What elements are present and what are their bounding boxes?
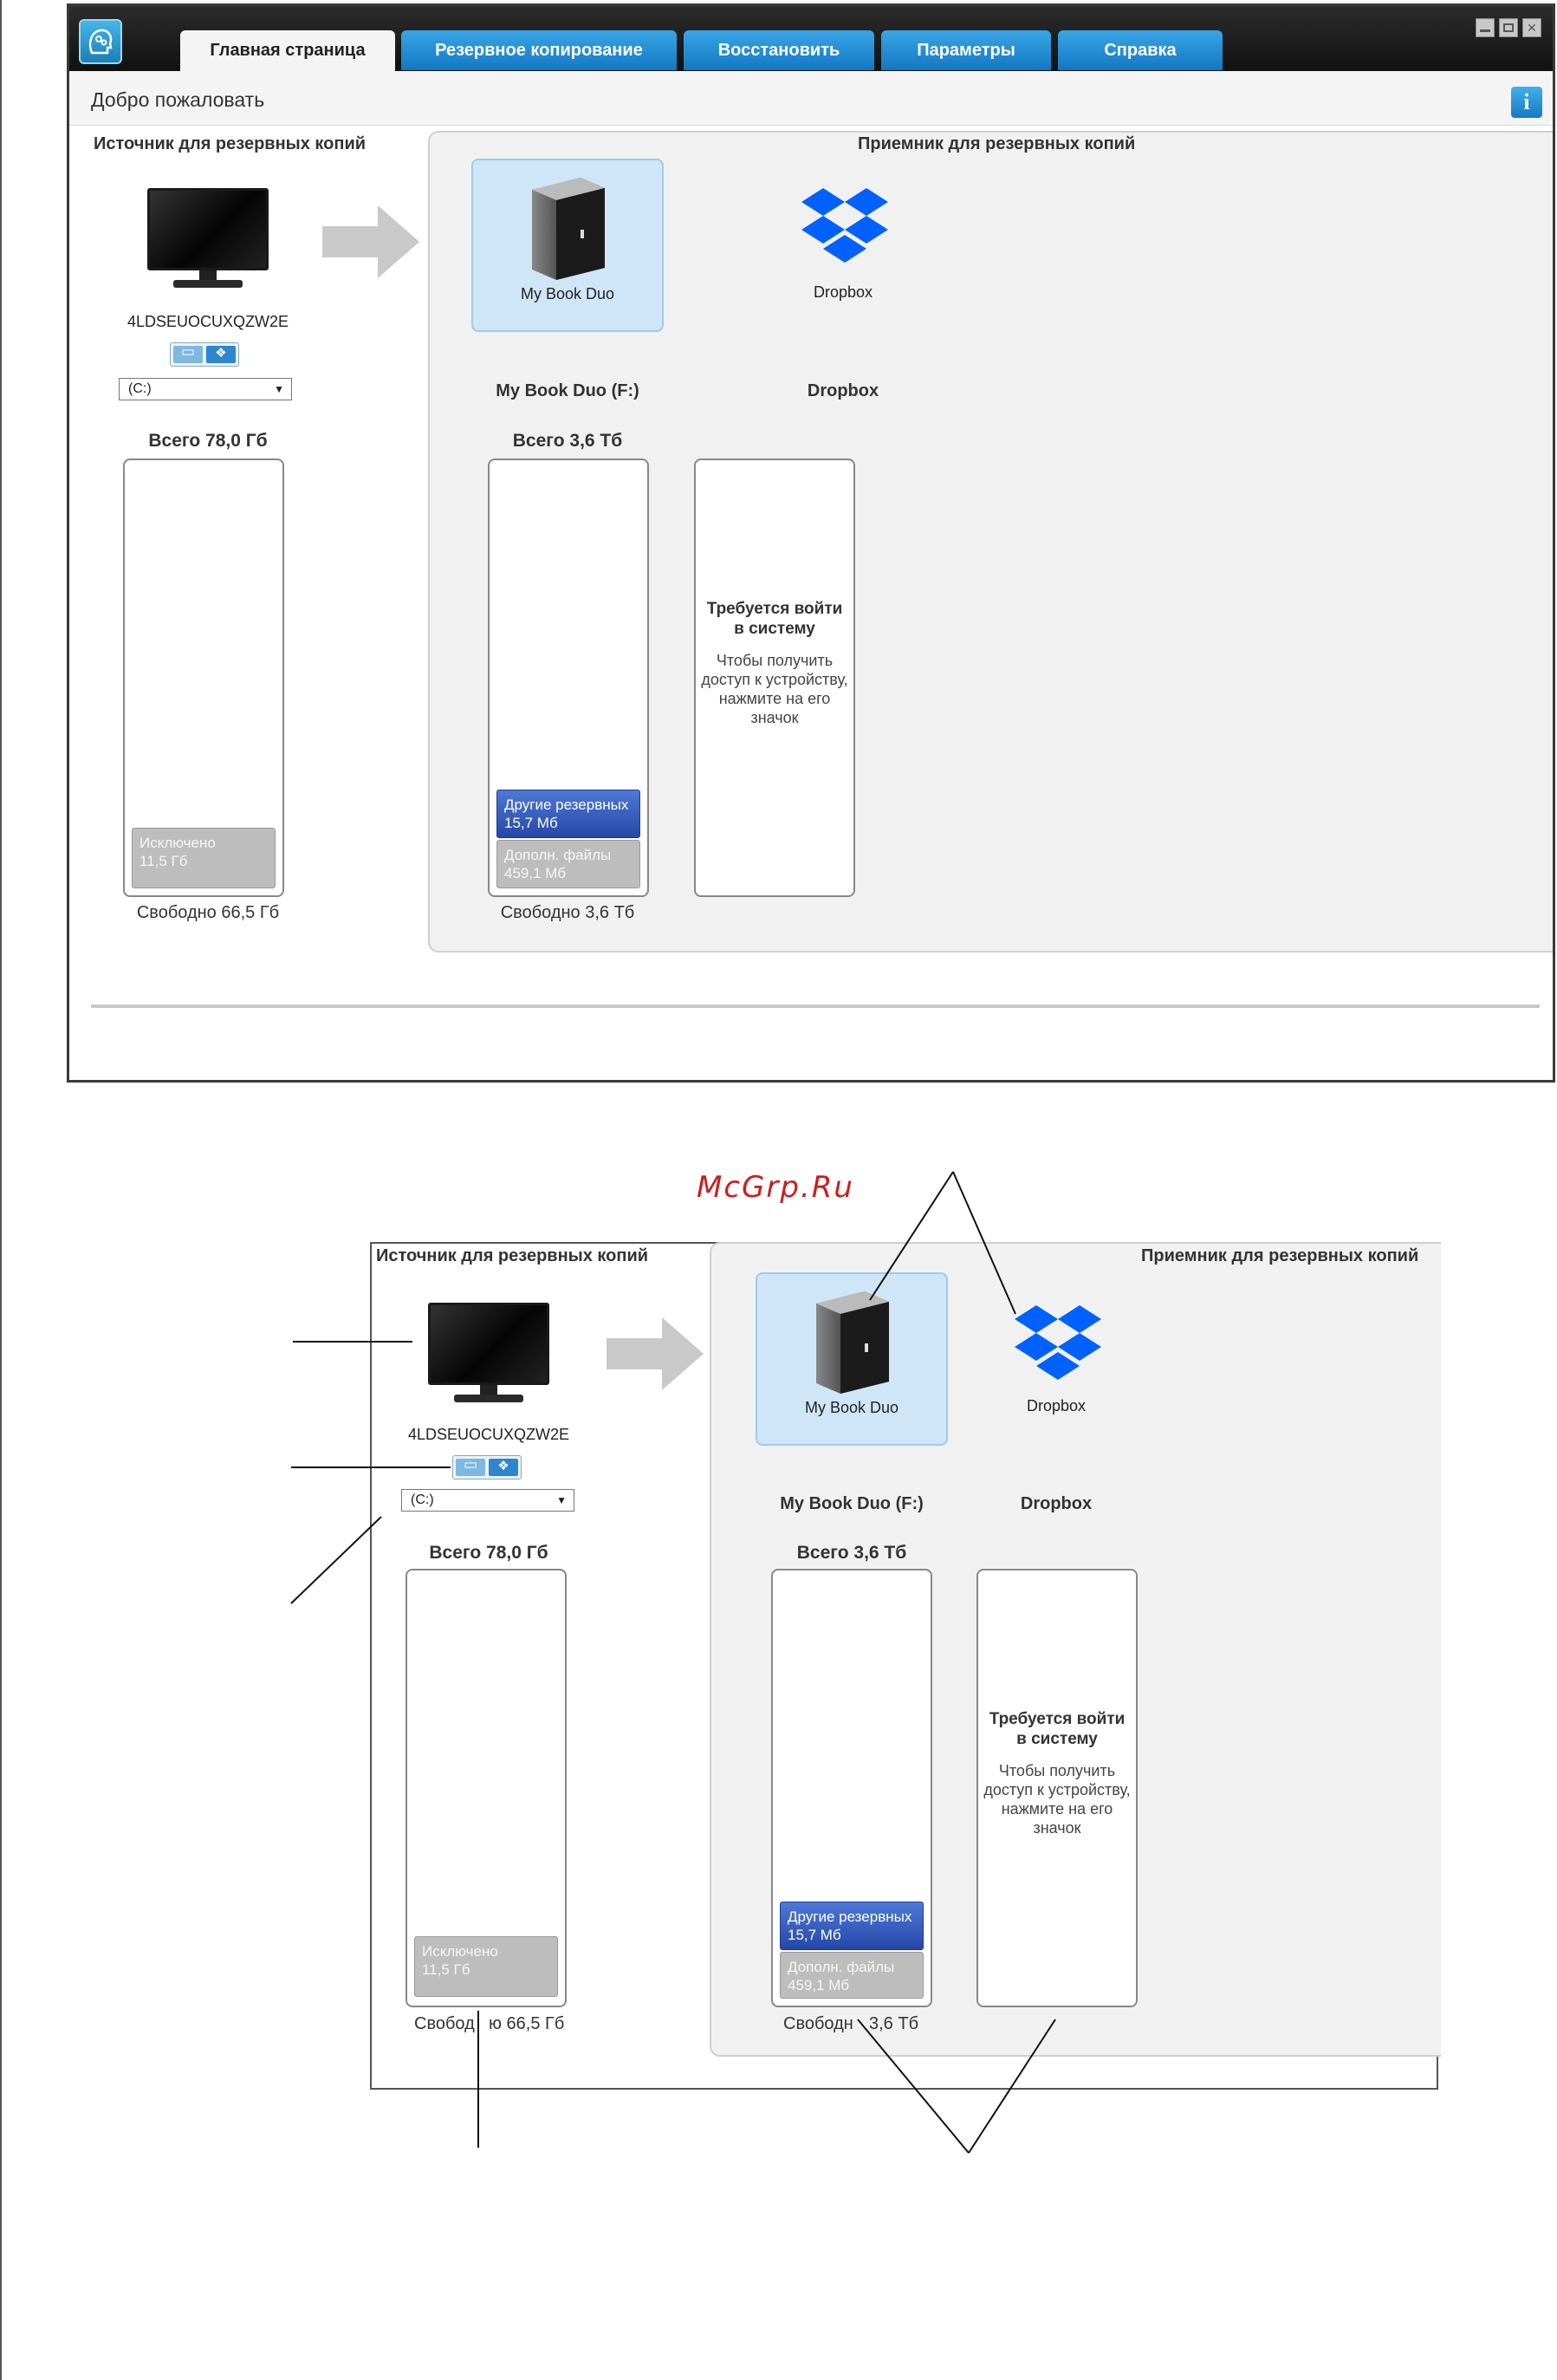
mybook-gauge: Другие резервных 15,7 Мб Дополн. файлы 4… xyxy=(488,458,649,897)
diagram-excluded-size: 11,5 Гб xyxy=(422,1961,470,1978)
dropbox-login-title: Требуется войти в систему xyxy=(706,600,843,638)
diagram-dropbox-icon xyxy=(1015,1305,1101,1380)
page-left-rule xyxy=(0,0,2,2380)
device-label-dropbox: Dropbox xyxy=(813,283,873,301)
diagram-destination-title: Приемник для резервных копий xyxy=(1141,1246,1419,1265)
diagram-hard-drive-icon xyxy=(816,1291,889,1394)
other-backups-label: Другие резервных xyxy=(504,797,629,813)
dropbox-icon xyxy=(801,188,888,263)
diagram-extra-files-label: Дополн. файлы xyxy=(788,1959,895,1975)
diagram-drive-select: (C:) xyxy=(401,1489,574,1512)
excluded-size: 11,5 Гб xyxy=(139,853,188,869)
diagram-mybook-free-a: Свободн xyxy=(783,2014,853,2033)
other-backups-segment: Другие резервных 15,7 Мб xyxy=(496,790,640,838)
other-backups-size: 15,7 Мб xyxy=(504,815,558,831)
source-view-toggle[interactable] xyxy=(170,342,239,367)
tab-home[interactable]: Главная страница xyxy=(180,30,395,72)
diagram-mybook-total: Всего 3,6 Тб xyxy=(796,1543,907,1563)
diagram-other-backups-label: Другие резервных xyxy=(788,1909,912,1925)
callout-line-drive-select xyxy=(290,1516,382,1604)
diagram-other-backups-size: 15,7 Мб xyxy=(788,1927,841,1943)
excluded-label: Исключено xyxy=(139,835,216,851)
diagram-source-gauge: Исключено 11,5 Гб xyxy=(405,1569,567,2007)
callout-line-mybook-free xyxy=(857,2019,970,2154)
dropbox-login-text: Чтобы получить доступ к устройству, нажм… xyxy=(701,652,848,726)
destination-title: Приемник для резервных копий xyxy=(858,134,1136,153)
diagram-dropbox-name: Dropbox xyxy=(1020,1494,1093,1513)
diagram-source-title: Источник для резервных копий xyxy=(376,1246,649,1265)
tab-help[interactable]: Справка xyxy=(1058,30,1223,70)
tab-backup[interactable]: Резервное копирование xyxy=(401,30,677,70)
close-button[interactable] xyxy=(1522,18,1541,37)
diagram-source-free-b: ю 66,5 Гб xyxy=(489,2014,565,2033)
dropbox-name: Dropbox xyxy=(807,381,879,400)
diagram-mybook-name: My Book Duo (F:) xyxy=(780,1494,924,1513)
arrow-right-icon xyxy=(322,205,419,278)
watermark: McGrp.Ru xyxy=(697,1170,854,1205)
welcome-text: Добро пожаловать xyxy=(91,88,265,111)
diagram-mybook-gauge: Другие резервных 15,7 Мб Дополн. файлы 4… xyxy=(771,1569,932,2007)
device-card-mybook[interactable]: My Book Duo xyxy=(471,159,664,332)
hard-drive-icon xyxy=(532,178,605,280)
diagram-extra-files-size: 459,1 Мб xyxy=(788,1977,850,1993)
title-bar: Главная страница Резервное копирование В… xyxy=(69,6,1553,72)
mybook-total: Всего 3,6 Тб xyxy=(512,431,623,451)
diagram-view-toggle xyxy=(452,1455,522,1479)
diagram-source-free-a: Свобод xyxy=(414,2014,475,2033)
source-free: Свободно 66,5 Гб xyxy=(136,903,280,922)
device-label-mybook: My Book Duo xyxy=(520,285,615,302)
tab-restore[interactable]: Восстановить xyxy=(684,30,874,70)
dropbox-gauge[interactable]: Требуется войти в систему Чтобы получить… xyxy=(694,458,855,897)
diagram-other-backups-segment: Другие резервных 15,7 Мб xyxy=(780,1902,924,1950)
device-card-dropbox[interactable]: Dropbox xyxy=(747,159,939,332)
callout-line-dropbox-gauge xyxy=(968,2019,1056,2154)
diagram-dropbox-login-text: Чтобы получить доступ к устройству, нажм… xyxy=(983,1762,1131,1837)
diagram-device-label-mybook: My Book Duo xyxy=(804,1399,899,1416)
maximize-button[interactable] xyxy=(1499,18,1518,37)
diagram-arrow-right-icon xyxy=(607,1317,704,1390)
extra-files-label: Дополн. файлы xyxy=(504,847,612,863)
minimize-button[interactable] xyxy=(1476,18,1495,37)
callout-line-mybook xyxy=(869,1171,954,1301)
source-gauge: Исключено 11,5 Гб xyxy=(123,458,284,897)
drive-select[interactable]: (C:) xyxy=(119,378,292,400)
diagram-mybook-free-b: 3,6 Тб xyxy=(869,2014,919,2033)
welcome-bar: Добро пожаловать i xyxy=(69,71,1553,126)
info-icon[interactable]: i xyxy=(1511,87,1542,118)
diagram-excluded-label: Исключено xyxy=(422,1943,498,1960)
diagram-device-label-dropbox: Dropbox xyxy=(1026,1397,1087,1414)
computer-name: 4LDSEUOCUXQZW2E xyxy=(127,313,289,330)
source-total: Всего 78,0 Гб xyxy=(148,431,268,451)
mybook-name: My Book Duo (F:) xyxy=(496,381,639,400)
callout-line-dropbox xyxy=(952,1171,1016,1315)
diagram-dropbox-gauge: Требуется войти в систему Чтобы получить… xyxy=(976,1569,1138,2007)
diagram-extra-files-segment: Дополн. файлы 459,1 Мб xyxy=(780,1952,924,1999)
tab-settings[interactable]: Параметры xyxy=(881,30,1051,70)
excluded-segment: Исключено 11,5 Гб xyxy=(132,828,276,888)
diagram-excluded-segment: Исключено 11,5 Гб xyxy=(414,1936,558,1997)
bottom-divider xyxy=(91,1005,1540,1008)
app-window: Главная страница Резервное копирование В… xyxy=(67,3,1555,1083)
extra-files-size: 459,1 Мб xyxy=(504,865,567,881)
app-logo-icon xyxy=(79,19,122,64)
diagram-source-total: Всего 78,0 Гб xyxy=(429,1543,548,1563)
extra-files-segment: Дополн. файлы 459,1 Мб xyxy=(496,840,640,888)
diagram-computer-name: 4LDSEUOCUXQZW2E xyxy=(407,1426,570,1443)
mybook-free: Свободно 3,6 Тб xyxy=(500,903,635,922)
diagram-device-card-mybook: My Book Duo xyxy=(756,1272,948,1446)
diagram-dropbox-login-title: Требуется войти в систему xyxy=(989,1710,1126,1748)
diagram-device-card-dropbox: Dropbox xyxy=(960,1272,1152,1446)
source-title: Источник для резервных копий xyxy=(94,134,367,153)
